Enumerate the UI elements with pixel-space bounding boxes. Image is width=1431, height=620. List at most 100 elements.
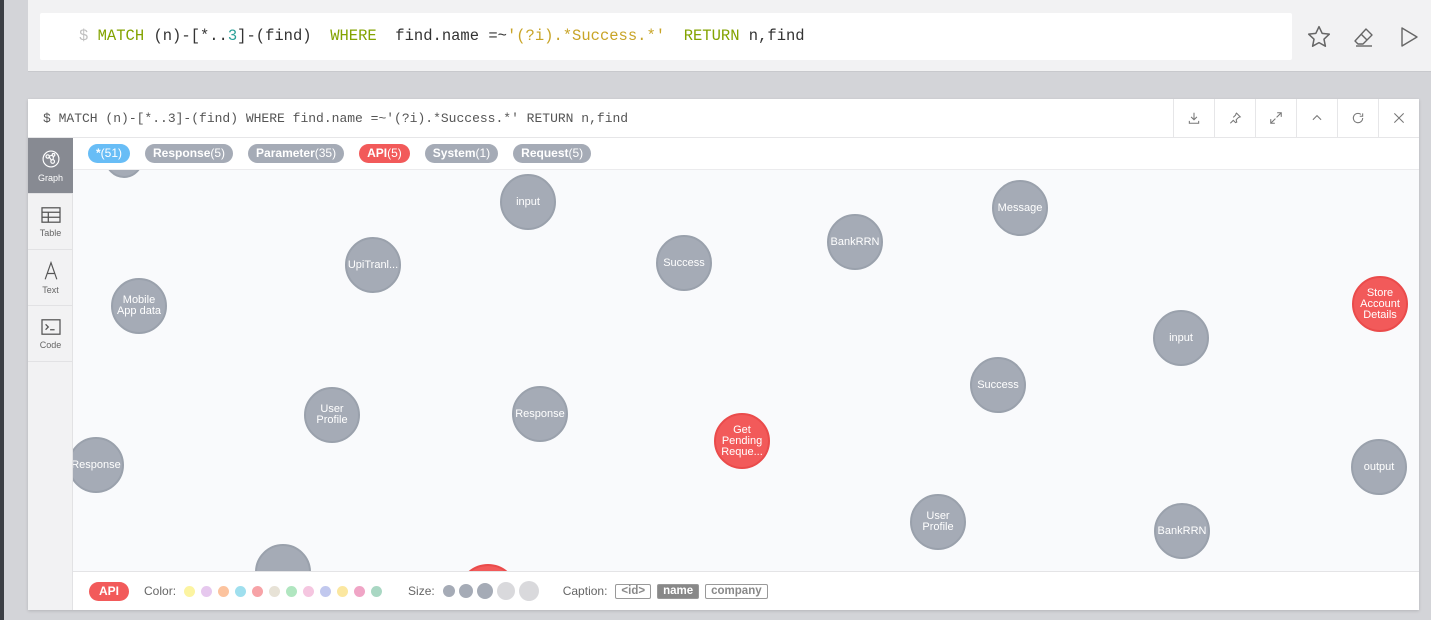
label-pill-name: System bbox=[432, 146, 476, 160]
label-pill[interactable]: System(1) bbox=[424, 144, 499, 163]
graph-node[interactable]: input bbox=[1153, 310, 1209, 366]
color-swatch[interactable] bbox=[235, 585, 247, 597]
play-icon bbox=[1400, 27, 1418, 47]
graph-node-caption: Response bbox=[515, 407, 565, 420]
graph-node-caption: Message bbox=[997, 201, 1043, 214]
graph-node[interactable] bbox=[255, 544, 311, 571]
caption-option[interactable]: company bbox=[705, 583, 768, 599]
graph-node[interactable]: input bbox=[500, 174, 556, 230]
view-code-button[interactable]: Code bbox=[28, 306, 73, 362]
editor-actions bbox=[1296, 21, 1431, 53]
graph-node[interactable] bbox=[105, 170, 143, 178]
color-swatch[interactable] bbox=[252, 585, 264, 597]
color-swatch[interactable] bbox=[337, 585, 349, 597]
color-swatch[interactable] bbox=[354, 585, 366, 597]
label-pill[interactable]: *(51) bbox=[88, 144, 131, 163]
label-pill-count: (51) bbox=[100, 146, 123, 160]
color-label: Color: bbox=[144, 584, 177, 598]
graph-node-caption: UpiTranl... bbox=[347, 258, 399, 271]
label-pill-name: * bbox=[96, 146, 101, 160]
query-regex: '(?i).*Success.*' bbox=[506, 27, 666, 45]
size-option[interactable] bbox=[458, 584, 473, 598]
label-pill-name: Request bbox=[521, 146, 569, 160]
size-option[interactable] bbox=[496, 582, 515, 600]
inspector-selected-label[interactable]: API bbox=[89, 581, 130, 601]
color-swatch[interactable] bbox=[184, 585, 196, 597]
label-pill[interactable]: API(5) bbox=[359, 144, 410, 163]
graph-node[interactable]: Success bbox=[970, 357, 1026, 413]
color-swatch[interactable] bbox=[286, 585, 298, 597]
graph-node[interactable]: Response bbox=[512, 386, 568, 442]
size-option[interactable] bbox=[518, 581, 539, 601]
graph-node-caption: Success bbox=[977, 378, 1019, 391]
graph-node[interactable] bbox=[458, 564, 518, 571]
favorite-button[interactable] bbox=[1296, 21, 1341, 53]
view-graph-label: Graph bbox=[37, 172, 63, 183]
query-pattern-a: (n)-[*.. bbox=[144, 27, 228, 45]
view-text-button[interactable]: Text bbox=[28, 250, 73, 306]
close-frame-button[interactable] bbox=[1378, 99, 1419, 137]
color-swatch[interactable] bbox=[269, 585, 281, 597]
label-pill-count: (5) bbox=[568, 146, 584, 160]
graph-node[interactable]: Response bbox=[73, 437, 124, 493]
color-swatch[interactable] bbox=[218, 585, 230, 597]
graph-node[interactable]: BankRRN bbox=[1154, 503, 1210, 559]
rerun-button[interactable] bbox=[1337, 99, 1378, 137]
view-table-button[interactable]: Table bbox=[28, 194, 73, 250]
graph-node[interactable]: Message bbox=[992, 180, 1048, 236]
download-icon bbox=[1188, 112, 1200, 124]
color-swatch[interactable] bbox=[201, 585, 213, 597]
query-editor-bar: $ MATCH (n)-[*..3]-(find) WHERE find.nam… bbox=[28, 0, 1431, 72]
color-swatch[interactable] bbox=[371, 585, 383, 597]
pin-icon bbox=[1229, 112, 1242, 124]
label-pill[interactable]: Parameter(35) bbox=[248, 144, 345, 163]
size-label: Size: bbox=[408, 584, 435, 598]
color-swatch[interactable] bbox=[320, 585, 332, 597]
label-pill-count: (5) bbox=[387, 146, 402, 160]
size-option[interactable] bbox=[476, 583, 493, 599]
fullscreen-button[interactable] bbox=[1255, 99, 1296, 137]
label-pill-name: Parameter bbox=[256, 146, 315, 160]
graph-node-caption: input bbox=[1169, 331, 1193, 344]
frame-actions bbox=[1173, 99, 1419, 137]
view-text-label: Text bbox=[42, 284, 59, 295]
rerun-icon bbox=[1352, 112, 1364, 124]
view-code-label: Code bbox=[39, 339, 62, 350]
caption-option[interactable]: name bbox=[657, 583, 700, 599]
caption-option[interactable]: <id> bbox=[615, 583, 652, 599]
query-pattern-b: ]-(find) bbox=[237, 27, 331, 45]
label-pill[interactable]: Response(5) bbox=[145, 144, 234, 163]
text-icon bbox=[44, 260, 57, 280]
kw-where: WHERE bbox=[330, 27, 377, 45]
pin-button[interactable] bbox=[1214, 99, 1255, 137]
label-pill-count: (35) bbox=[314, 146, 337, 160]
size-option[interactable] bbox=[442, 585, 455, 597]
view-graph-button[interactable]: Graph bbox=[28, 138, 73, 194]
color-swatch[interactable] bbox=[303, 585, 315, 597]
frame-command[interactable]: $ MATCH (n)-[*..3]-(find) WHERE find.nam… bbox=[43, 111, 629, 126]
clear-button[interactable] bbox=[1341, 21, 1386, 53]
kw-match: MATCH bbox=[97, 27, 145, 45]
label-pill-name: Response bbox=[153, 146, 211, 160]
graph-node[interactable]: UpiTranl... bbox=[345, 237, 401, 293]
size-picker: Size: bbox=[408, 581, 543, 601]
star-icon bbox=[1307, 25, 1330, 47]
collapse-button[interactable] bbox=[1296, 99, 1337, 137]
label-pill[interactable]: Request(5) bbox=[513, 144, 592, 163]
query-editor[interactable]: $ MATCH (n)-[*..3]-(find) WHERE find.nam… bbox=[40, 13, 1292, 60]
graph-node[interactable]: output bbox=[1351, 439, 1407, 495]
graph-node[interactable]: BankRRN bbox=[827, 214, 883, 270]
graph-node-caption: input bbox=[516, 195, 540, 208]
download-button[interactable] bbox=[1173, 99, 1214, 137]
code-icon bbox=[40, 318, 61, 335]
graph-node[interactable]: Success bbox=[656, 235, 712, 291]
run-button[interactable] bbox=[1386, 21, 1431, 53]
